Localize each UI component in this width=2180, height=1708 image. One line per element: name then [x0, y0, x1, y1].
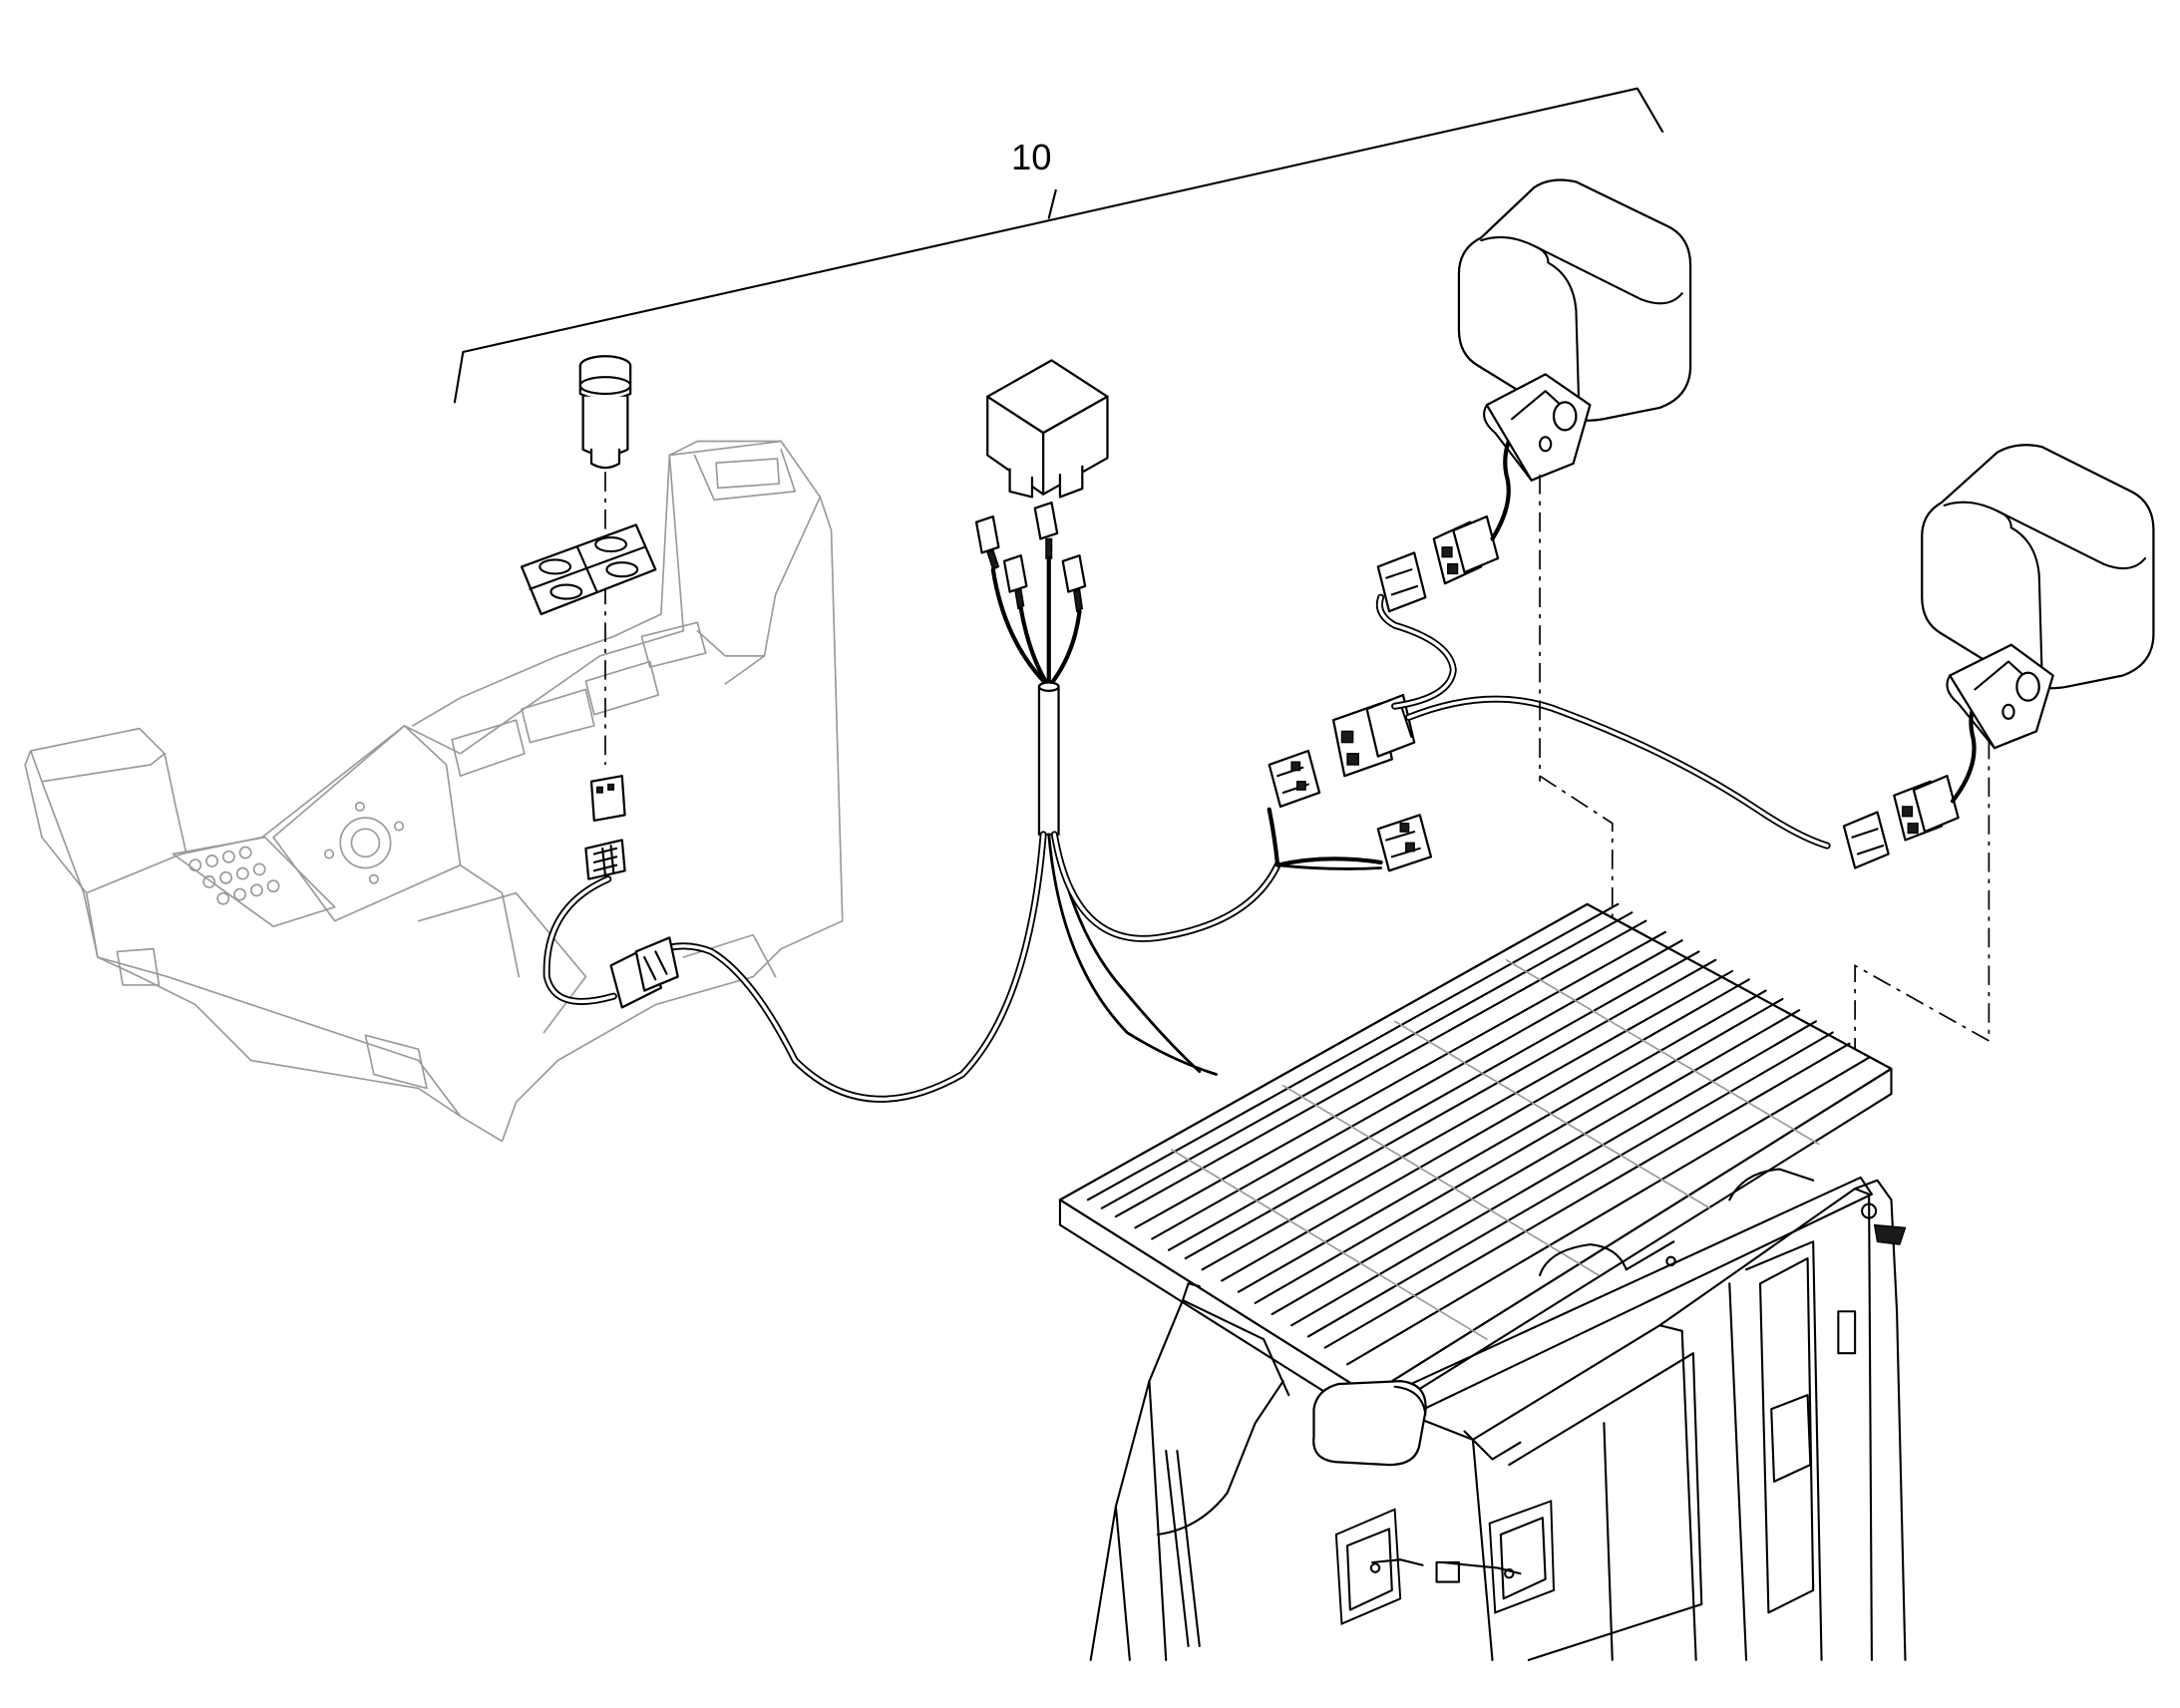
left-light-leader-to-roof: [1539, 775, 1614, 921]
cab-mirror-left: [1334, 1508, 1424, 1625]
light-side-connector-b: [1376, 814, 1433, 872]
light-side-splice: [1267, 807, 1383, 870]
relay-pigtail-wires: [990, 555, 1082, 689]
relay-terminals: [974, 501, 1087, 613]
light-side-connector-a: [1268, 749, 1321, 809]
right-light-connector-pair: [1842, 684, 1989, 869]
callout-10-bracket: [453, 87, 1664, 404]
callout-10-label: 10: [1011, 137, 1051, 177]
cab-mirror-right: [1435, 1500, 1556, 1614]
roof-guard: [1058, 902, 1893, 1422]
right-light-lead: [1405, 695, 1831, 850]
cab: [1089, 1168, 1907, 1661]
left-light-lead: [1375, 593, 1457, 710]
right-light-bracket: [1946, 643, 2054, 750]
harness-wires: [543, 831, 1281, 1103]
left-work-light: [1457, 178, 1692, 422]
push-switch: [578, 355, 632, 470]
right-light-leader-line: [1854, 739, 1991, 1064]
left-light-connector-pair: [1376, 417, 1523, 613]
switch-connector: [584, 839, 626, 880]
switch-inline-connector: [609, 936, 679, 1009]
right-work-light: [1921, 444, 2155, 690]
switch-base: [589, 775, 626, 823]
harness-trunk-sleeve: [1037, 681, 1060, 837]
operator-console: [24, 440, 844, 1143]
light-side-connector-c: [1331, 693, 1416, 778]
cab-front-light: [1312, 1380, 1427, 1467]
relay: [986, 359, 1109, 499]
switch-mount-panel: [520, 523, 657, 616]
left-light-bracket: [1483, 373, 1592, 482]
